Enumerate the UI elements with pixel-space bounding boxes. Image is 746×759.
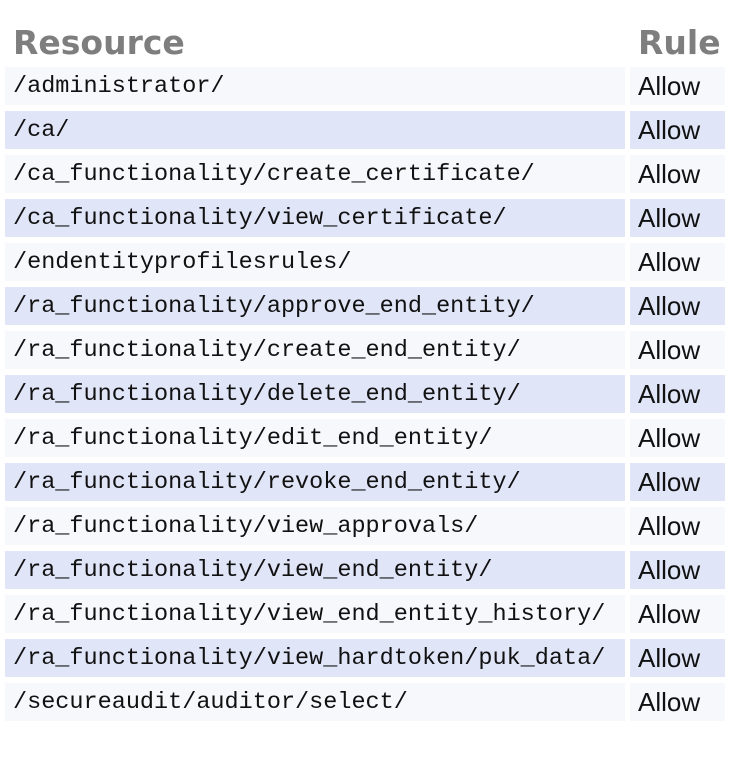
- resource-cell: /ra_functionality/view_approvals/: [5, 507, 625, 545]
- table-row: /ra_functionality/revoke_end_entity/ All…: [5, 463, 725, 501]
- rule-cell: Allow: [630, 111, 725, 149]
- resource-cell: /endentityprofilesrules/: [5, 243, 625, 281]
- resource-cell: /ra_functionality/delete_end_entity/: [5, 375, 625, 413]
- rule-cell: Allow: [630, 639, 725, 677]
- table-row: /ra_functionality/edit_end_entity/ Allow: [5, 419, 725, 457]
- resource-cell: /administrator/: [5, 67, 625, 105]
- rule-column-header: Rule: [638, 23, 721, 62]
- resource-cell: /ra_functionality/view_end_entity_histor…: [5, 595, 625, 633]
- rule-cell: Allow: [630, 375, 725, 413]
- table-row: /ra_functionality/approve_end_entity/ Al…: [5, 287, 725, 325]
- resource-cell: /ca_functionality/create_certificate/: [5, 155, 625, 193]
- table-row: /ca/ Allow: [5, 111, 725, 149]
- resource-cell: /ra_functionality/create_end_entity/: [5, 331, 625, 369]
- rule-cell: Allow: [630, 507, 725, 545]
- table-row: /endentityprofilesrules/ Allow: [5, 243, 725, 281]
- resource-column-header: Resource: [13, 23, 185, 62]
- resource-cell: /ra_functionality/edit_end_entity/: [5, 419, 625, 457]
- rule-cell: Allow: [630, 155, 725, 193]
- access-rules-table: Resource Rule /administrator/ Allow /ca/…: [0, 19, 730, 727]
- rule-cell: Allow: [630, 243, 725, 281]
- table-row: /ra_functionality/delete_end_entity/ All…: [5, 375, 725, 413]
- resource-cell: /secureaudit/auditor/select/: [5, 683, 625, 721]
- rule-cell: Allow: [630, 331, 725, 369]
- resource-cell: /ca/: [5, 111, 625, 149]
- table-row: /secureaudit/auditor/select/ Allow: [5, 683, 725, 721]
- resource-cell: /ra_functionality/view_hardtoken/puk_dat…: [5, 639, 625, 677]
- table-row: /administrator/ Allow: [5, 67, 725, 105]
- table-row: /ra_functionality/view_hardtoken/puk_dat…: [5, 639, 725, 677]
- rule-cell: Allow: [630, 419, 725, 457]
- table-row: /ca_functionality/create_certificate/ Al…: [5, 155, 725, 193]
- rule-cell: Allow: [630, 463, 725, 501]
- rule-cell: Allow: [630, 683, 725, 721]
- resource-cell: /ra_functionality/approve_end_entity/: [5, 287, 625, 325]
- table-row: /ra_functionality/view_end_entity_histor…: [5, 595, 725, 633]
- resource-cell: /ca_functionality/view_certificate/: [5, 199, 625, 237]
- rule-cell: Allow: [630, 551, 725, 589]
- resource-cell: /ra_functionality/view_end_entity/: [5, 551, 625, 589]
- table-row: /ca_functionality/view_certificate/ Allo…: [5, 199, 725, 237]
- rule-cell: Allow: [630, 287, 725, 325]
- table-row: /ra_functionality/view_end_entity/ Allow: [5, 551, 725, 589]
- rule-cell: Allow: [630, 595, 725, 633]
- rule-cell: Allow: [630, 67, 725, 105]
- table-row: /ra_functionality/create_end_entity/ All…: [5, 331, 725, 369]
- resource-cell: /ra_functionality/revoke_end_entity/: [5, 463, 625, 501]
- rule-cell: Allow: [630, 199, 725, 237]
- table-row: /ra_functionality/view_approvals/ Allow: [5, 507, 725, 545]
- header-row: Resource Rule: [5, 25, 725, 61]
